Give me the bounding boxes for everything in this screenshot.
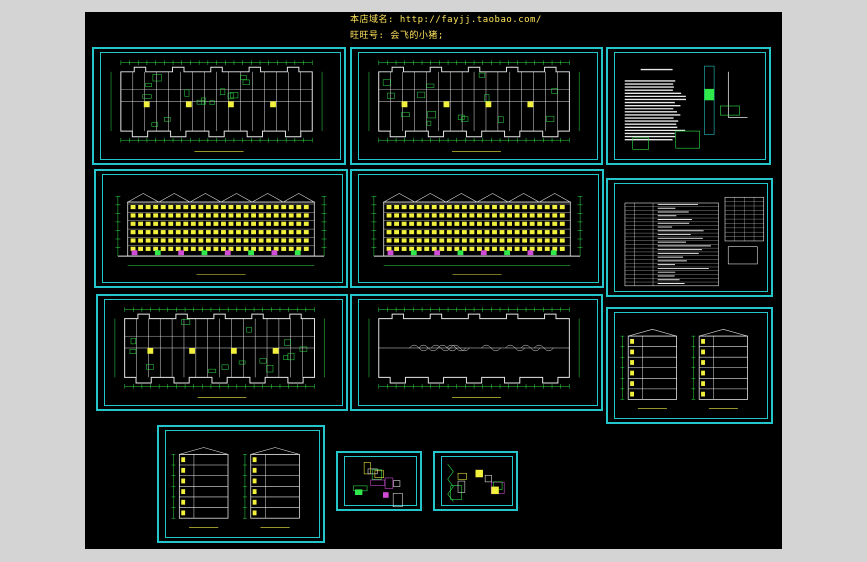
sheet-floor-plan-1[interactable] — [92, 47, 346, 165]
sheet-elevation-1[interactable] — [94, 169, 348, 288]
sheet-elevation-2[interactable] — [350, 169, 604, 288]
roof-plan-drawing — [368, 307, 580, 398]
sheet-roof-plan[interactable] — [350, 294, 603, 411]
sheet-section-2[interactable] — [157, 425, 325, 543]
sheet-schedule[interactable] — [606, 178, 773, 297]
detail-drawing — [447, 464, 505, 502]
cad-drawing-canvas[interactable]: 本店域名: http://fayjj.taobao.com/ 旺旺号: 会飞的小… — [85, 12, 782, 549]
elevation-drawing — [371, 193, 583, 275]
sheet-detail-2[interactable] — [433, 451, 518, 511]
wangwang-id-text: 旺旺号: 会飞的小猪; — [350, 31, 444, 41]
detail-drawing — [353, 462, 403, 508]
notes-drawing — [624, 65, 748, 150]
elevation-drawing — [115, 193, 327, 275]
floor-plan-drawing — [368, 60, 580, 152]
schedule-drawing — [624, 196, 765, 287]
sheet-notes-details[interactable] — [606, 47, 771, 165]
sheet-floor-plan-2[interactable] — [350, 47, 603, 165]
shop-url-text: 本店域名: http://fayjj.taobao.com/ — [350, 15, 542, 25]
section-drawing — [620, 329, 748, 409]
floor-plan-drawing — [110, 60, 323, 152]
sheet-floor-plan-3[interactable] — [96, 294, 348, 411]
sheet-detail-1[interactable] — [336, 451, 422, 511]
floor-plan-drawing — [114, 307, 325, 398]
section-drawing — [171, 447, 300, 528]
sheet-section-1[interactable] — [606, 307, 773, 424]
